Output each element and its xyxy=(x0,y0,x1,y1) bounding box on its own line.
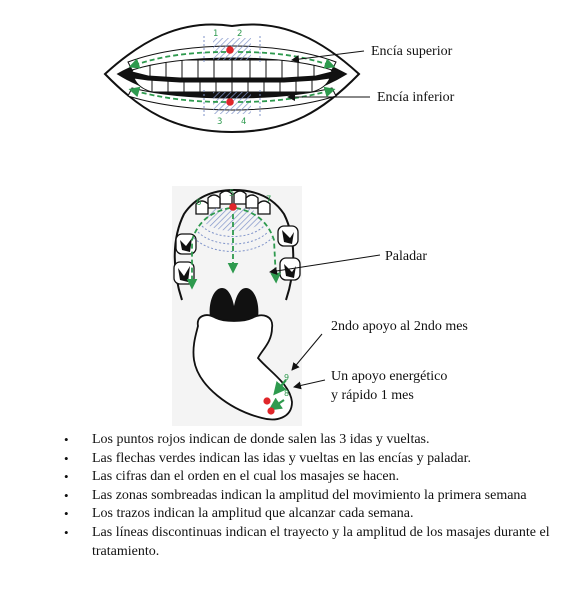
note-item: Las líneas discontinuas indican el traye… xyxy=(62,524,562,561)
upper-red-dot xyxy=(226,46,234,54)
note-item: Las flechas verdes indican las idas y vu… xyxy=(62,450,562,469)
order-number-7: 7 xyxy=(266,195,271,205)
order-number-4: 4 xyxy=(241,117,246,127)
lips-outline xyxy=(103,23,361,134)
uvula xyxy=(209,288,259,327)
lower-gum-label: Encía inferior xyxy=(377,90,455,105)
tongue-red-dot-upper xyxy=(263,397,271,405)
note-item: Los trazos indican la amplitud que alcan… xyxy=(62,505,562,524)
legend-notes: Los puntos rojos indican de donde salen … xyxy=(62,431,562,561)
order-number-3: 3 xyxy=(217,117,222,127)
note-item: Las cifras dan el orden en el cual los m… xyxy=(62,468,562,487)
note-item: Las zonas sombreadas indican la amplitud… xyxy=(62,487,562,506)
energetic-support-label-line1: Un apoyo energético xyxy=(331,369,448,384)
palate-arrow-right xyxy=(235,207,282,284)
order-number-1: 1 xyxy=(213,29,218,39)
order-number-6: 6 xyxy=(196,198,201,208)
palate-label: Paladar xyxy=(385,249,427,264)
upper-gum-pointer xyxy=(291,50,365,64)
order-number-8: 8 xyxy=(284,389,289,398)
tongue-red-dot-lower xyxy=(267,407,275,415)
palate-pointer xyxy=(269,254,381,275)
energetic-support-label-line2: y rápido 1 mes xyxy=(331,388,414,403)
order-number-2: 2 xyxy=(237,29,242,39)
second-support-label: 2ndo apoyo al 2ndo mes xyxy=(331,319,468,334)
tongue-arrow-lower xyxy=(268,397,285,411)
energetic-support-pointer xyxy=(293,379,326,390)
palate-red-dot xyxy=(229,203,237,211)
upper-gum-label: Encía superior xyxy=(371,44,453,59)
tongue-arrow-upper xyxy=(273,379,287,396)
palate-shaded-zone xyxy=(204,208,262,231)
upper-gum-arrow-left xyxy=(128,51,227,69)
upper-gum-arrow-right xyxy=(237,51,336,69)
order-number-9: 9 xyxy=(284,373,289,382)
tongue xyxy=(192,314,293,421)
second-support-pointer xyxy=(291,333,323,371)
lower-gum-arrow-left xyxy=(128,86,227,103)
note-item: Los puntos rojos indican de donde salen … xyxy=(62,431,562,450)
palate-arrow-left xyxy=(186,207,231,290)
lower-red-dot xyxy=(226,98,234,106)
massage-diagram: 1 2 3 4 xyxy=(103,23,381,426)
palate-illustration: 6 5 7 9 8 xyxy=(172,186,381,426)
order-number-5: 5 xyxy=(229,189,234,199)
mouth-illustration: 1 2 3 4 xyxy=(103,23,370,134)
